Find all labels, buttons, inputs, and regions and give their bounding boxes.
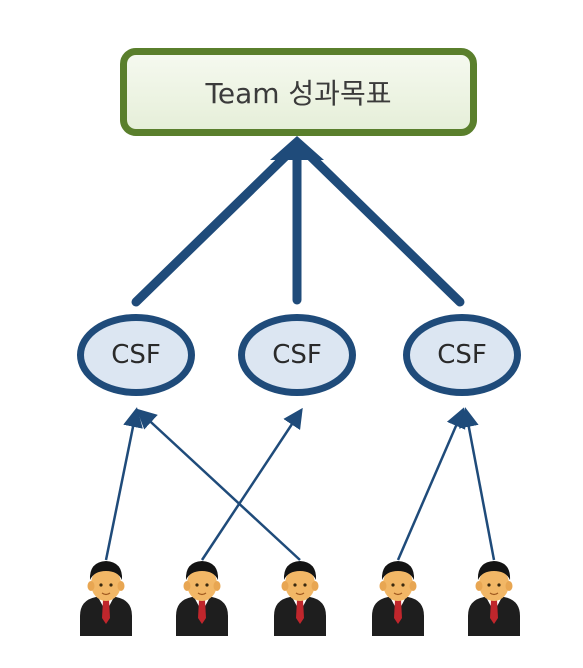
thin-arrow-person1-csf1: [104, 407, 143, 561]
team-goal-label: Team 성과목표: [205, 77, 392, 110]
csf-label-2: CSF: [272, 340, 322, 370]
csf-label-1: CSF: [111, 340, 161, 370]
csf-node-3: CSF: [403, 314, 521, 396]
person-icon: [468, 561, 520, 636]
person-icon: [274, 561, 326, 636]
thick-arrow-csf1-goal: [131, 145, 297, 307]
person-icon: [176, 561, 228, 636]
team-goal-box: Team 성과목표: [120, 48, 477, 136]
goal-arrowhead: [270, 136, 324, 160]
csf-label-3: CSF: [437, 340, 487, 370]
person-icon: [372, 561, 424, 636]
person-icon: [80, 561, 132, 636]
csf-node-1: CSF: [77, 314, 195, 396]
thin-arrow-person3-csf1: [136, 408, 301, 561]
thin-arrow-person4-csf3: [396, 407, 466, 561]
csf-node-2: CSF: [238, 314, 356, 396]
thin-arrow-person2-csf2: [200, 407, 303, 561]
thin-arrow-person5-csf3: [458, 407, 496, 561]
thick-arrow-csf3-goal: [299, 145, 465, 307]
